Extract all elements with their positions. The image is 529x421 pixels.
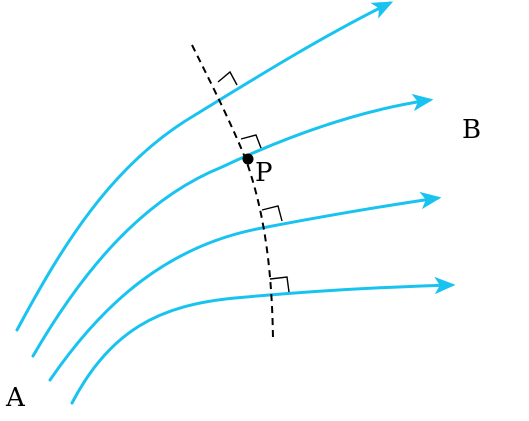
region-a-label: A (5, 383, 26, 413)
point-p-label: P (255, 158, 273, 188)
right-angle-marker-3 (261, 205, 283, 222)
region-b-label: B (462, 115, 481, 145)
point-p-dot (242, 153, 254, 165)
right-angle-marker-4 (269, 276, 290, 293)
field-line-1 (15, 1, 394, 332)
right-angle-marker-2 (240, 134, 262, 149)
field-line-3 (48, 191, 442, 382)
field-line-4 (70, 276, 456, 405)
right-angle-marker-1 (217, 70, 238, 86)
field-line-2 (31, 93, 434, 358)
